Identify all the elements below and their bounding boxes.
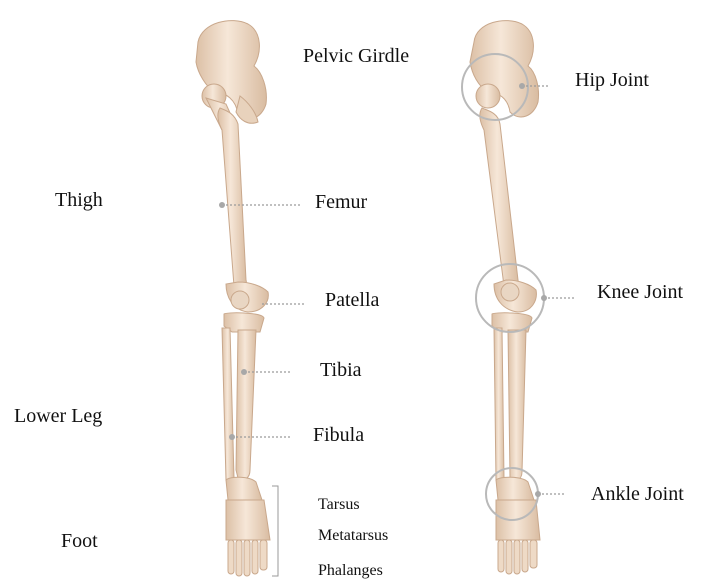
joint-label-ankle: Ankle Joint [591,484,684,504]
joint-label-hip: Hip Joint [575,70,649,90]
bone-label-metatarsus: Metatarsus [318,528,388,544]
bone-label-patella: Patella [325,290,379,310]
phalanges-bone-left [228,540,267,576]
bone-label-pelvic-girdle: Pelvic Girdle [303,46,409,66]
left-leg [196,21,304,576]
femur-bone-left [218,108,246,287]
bone-label-fibula: Fibula [313,425,364,445]
tarsus-bone-left [226,477,262,500]
joint-label-knee: Knee Joint [597,282,683,302]
tibia-bone-right [508,330,526,481]
foot-bracket [272,486,278,576]
bone-label-tarsus: Tarsus [318,497,360,513]
tibia-bone-left [236,330,256,480]
region-label-foot: Foot [61,531,98,551]
fibula-bone-left [222,328,234,484]
femur-bone-right [480,108,518,288]
region-label-thigh: Thigh [55,190,103,210]
fibula-bone-right [494,328,504,484]
bone-label-femur: Femur [315,192,367,212]
bone-label-phalanges: Phalanges [318,563,383,579]
right-leg [462,21,574,574]
bone-label-tibia: Tibia [320,360,362,380]
metatarsus-bone-left [226,500,270,540]
region-label-lower-leg: Lower Leg [14,406,102,426]
patella-bone-left [231,291,249,309]
